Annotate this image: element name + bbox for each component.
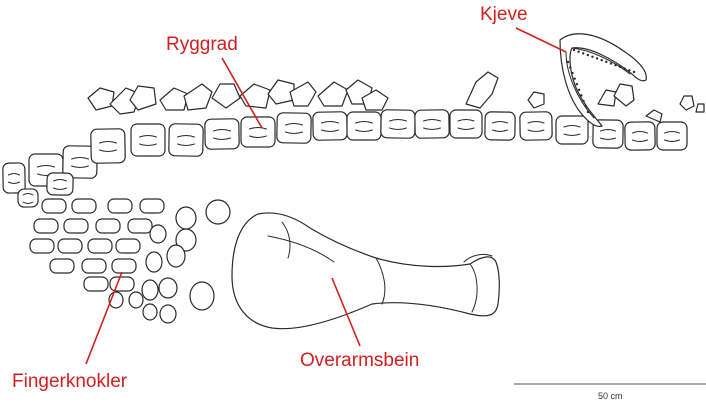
phalanx xyxy=(83,276,109,292)
neural-spines xyxy=(87,71,705,123)
vertebra xyxy=(346,111,382,141)
phalanx xyxy=(71,198,97,214)
phalanx xyxy=(63,218,89,234)
vertebra xyxy=(240,116,276,148)
jaw-tooth xyxy=(614,64,617,67)
vertebra xyxy=(2,162,26,194)
carpal-bone xyxy=(142,303,158,321)
label-spine: Ryggrad xyxy=(166,34,238,55)
humerus-bone xyxy=(231,212,500,330)
carpal-bone xyxy=(189,281,215,311)
vertebra xyxy=(130,123,166,157)
jaw-tooth xyxy=(566,60,570,64)
jaw-tooth xyxy=(577,50,580,53)
jaw-tooth xyxy=(582,99,585,103)
phalanx xyxy=(87,238,113,254)
phalanx xyxy=(81,258,107,274)
label-upper-arm: Overarmsbein xyxy=(300,350,420,371)
phalanx xyxy=(109,276,135,292)
jaw-bone xyxy=(559,33,647,127)
phalanx xyxy=(41,198,67,214)
jaw-tooth xyxy=(582,52,585,55)
vertebra xyxy=(17,188,39,208)
jaw-tooth xyxy=(586,110,590,114)
jaw-tooth xyxy=(605,60,608,64)
carpal-bone xyxy=(145,251,163,273)
jaw-teeth xyxy=(566,48,636,114)
phalanx xyxy=(127,218,153,234)
jaw-tooth xyxy=(609,62,613,65)
carpal-bone xyxy=(141,279,159,301)
leader-lines xyxy=(85,27,567,365)
carpal-bone xyxy=(158,277,178,299)
vertebra xyxy=(624,121,656,151)
vertebra xyxy=(449,109,483,139)
jaw-tooth xyxy=(632,70,636,74)
leader-spine xyxy=(221,57,263,129)
vertebra xyxy=(90,128,126,164)
jaw-tooth xyxy=(591,55,594,58)
carpal-bone xyxy=(128,291,144,309)
phalanx xyxy=(139,198,165,214)
leader-fingers xyxy=(85,271,123,365)
phalanx xyxy=(57,238,83,254)
spine-vertebrae xyxy=(2,109,688,208)
phalanx xyxy=(115,238,141,254)
carpal-bone xyxy=(175,228,197,252)
vertebra xyxy=(484,111,516,141)
label-jaw: Kjeve xyxy=(480,4,528,25)
finger-bones xyxy=(29,198,231,324)
vertebra xyxy=(204,118,240,150)
jaw-tooth xyxy=(577,88,581,91)
jaw-tooth xyxy=(569,66,572,69)
carpal-bone xyxy=(175,206,197,230)
vertebra xyxy=(62,145,98,179)
jaw-tooth xyxy=(572,48,576,52)
jaw-tooth xyxy=(623,67,626,70)
jaw-tooth xyxy=(628,69,631,72)
jaw-tooth xyxy=(575,83,579,86)
vertebra xyxy=(276,112,312,144)
phalanx xyxy=(95,218,121,234)
carpal-bone xyxy=(166,244,186,268)
leader-humerus xyxy=(331,277,361,347)
vertebra xyxy=(380,109,416,139)
leader-jaw xyxy=(515,27,567,53)
vertebra xyxy=(312,111,348,141)
jaw-tooth xyxy=(618,65,622,69)
vertebra xyxy=(519,111,553,141)
jaw-tooth xyxy=(586,53,590,57)
phalanx xyxy=(33,218,59,234)
carpal-bone xyxy=(205,199,231,225)
carpal-bone xyxy=(159,304,177,324)
phalanx xyxy=(49,258,75,274)
jaw-tooth xyxy=(573,77,576,80)
vertebra xyxy=(46,172,74,196)
vertebra xyxy=(555,115,589,145)
vertebra xyxy=(656,121,688,151)
jaw-tooth xyxy=(600,58,603,62)
jaw-tooth xyxy=(580,94,583,97)
phalanx xyxy=(111,258,137,274)
label-finger-bones: Fingerknokler xyxy=(12,371,128,392)
jaw-tooth xyxy=(584,105,587,108)
jaw-tooth xyxy=(595,57,599,60)
jaw-tooth xyxy=(571,71,574,75)
vertebra xyxy=(168,123,204,157)
vertebra xyxy=(414,109,450,139)
phalanx xyxy=(107,198,133,214)
phalanx xyxy=(29,238,55,254)
carpal-bone xyxy=(149,224,167,244)
scale-bar-label: 50 cm xyxy=(598,391,623,401)
